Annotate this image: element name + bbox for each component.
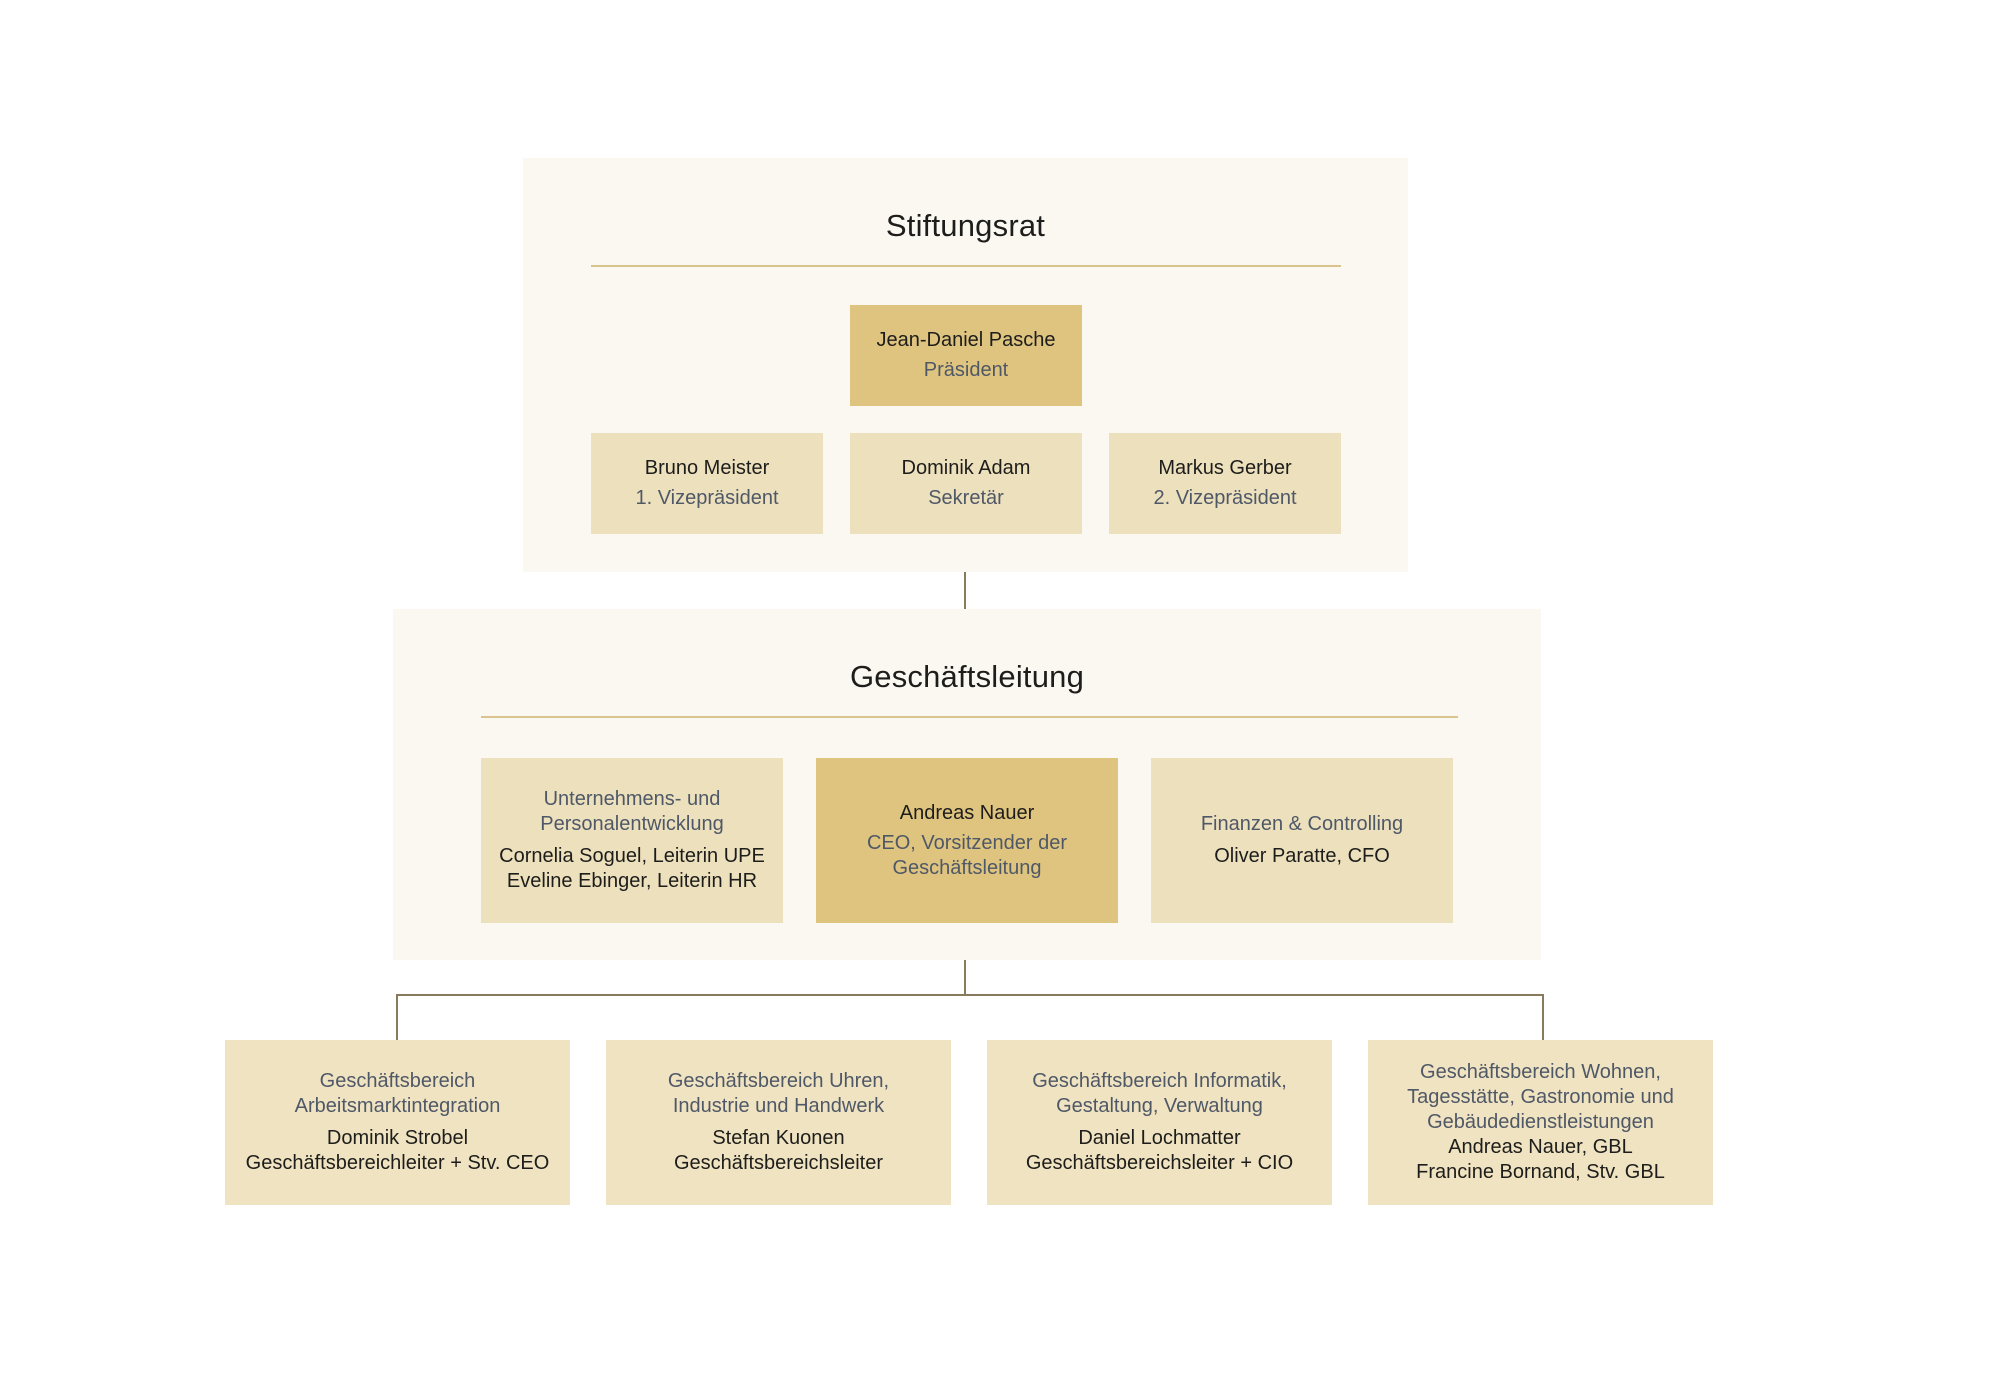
management-development-name: Eveline Ebinger, Leiterin HR	[506, 870, 758, 892]
division-name: Andreas Nauer, GBL	[1448, 1136, 1633, 1158]
connector-divisions-bar	[396, 994, 1544, 996]
management-box-ceo: Andreas Nauer CEO, Vorsitzender der Gesc…	[816, 758, 1118, 923]
division-role: Geschäftsbereich Informatik,	[1032, 1070, 1287, 1092]
division-role: Gebäudedienstleistungen	[1427, 1111, 1654, 1133]
management-ceo-role: Geschäftsleitung	[892, 856, 1042, 879]
board-member-box: Markus Gerber 2. Vizepräsident	[1109, 433, 1341, 534]
management-title-rule	[481, 716, 1458, 718]
management-development-name: Cornelia Soguel, Leiterin UPE	[499, 845, 765, 867]
board-president-name: Jean-Daniel Pasche	[876, 329, 1056, 351]
board-title-rule	[591, 265, 1341, 267]
board-member-box: Bruno Meister 1. Vizepräsident	[591, 433, 823, 534]
division-box: Geschäftsbereich Arbeitsmarktintegration…	[225, 1040, 570, 1205]
management-development-role: Unternehmens- und	[543, 788, 721, 810]
management-ceo-role: CEO, Vorsitzender der	[866, 831, 1068, 854]
division-name: Geschäftsbereichsleiter + CIO	[1025, 1152, 1294, 1174]
division-name: Geschäftsbereichleiter + Stv. CEO	[245, 1152, 550, 1174]
management-box-development: Unternehmens- und Personalentwicklung Co…	[481, 758, 783, 923]
board-member-name: Bruno Meister	[644, 457, 770, 479]
board-member-name: Dominik Adam	[901, 457, 1031, 479]
board-member-role: 2. Vizepräsident	[1153, 487, 1297, 509]
division-box: Geschäftsbereich Uhren, Industrie und Ha…	[606, 1040, 951, 1205]
division-name: Stefan Kuonen	[712, 1127, 845, 1149]
board-member-role: 1. Vizepräsident	[635, 487, 779, 509]
board-panel: Stiftungsrat Jean-Daniel Pasche Präsiden…	[523, 158, 1408, 572]
division-role: Geschäftsbereich Uhren,	[667, 1070, 890, 1092]
management-finance-name: Oliver Paratte, CFO	[1214, 845, 1390, 867]
division-box: Geschäftsbereich Informatik, Gestaltung,…	[987, 1040, 1332, 1205]
division-role: Tagesstätte, Gastronomie und	[1407, 1086, 1674, 1108]
board-title: Stiftungsrat	[885, 208, 1046, 243]
division-name: Francine Bornand, Stv. GBL	[1416, 1161, 1665, 1183]
connector-division-drop	[1542, 994, 1544, 1040]
board-member-box: Dominik Adam Sekretär	[850, 433, 1082, 534]
division-box: Geschäftsbereich Wohnen, Tagesstätte, Ga…	[1368, 1040, 1713, 1205]
board-member-name: Markus Gerber	[1158, 457, 1292, 479]
division-name: Geschäftsbereichsleiter	[674, 1152, 883, 1174]
management-box-finance: Finanzen & Controlling Oliver Paratte, C…	[1151, 758, 1453, 923]
division-role: Gestaltung, Verwaltung	[1056, 1095, 1263, 1117]
management-title: Geschäftsleitung	[849, 659, 1085, 694]
board-president-role: Präsident	[923, 359, 1009, 381]
connector-management-trunk	[964, 960, 966, 996]
management-panel: Geschäftsleitung Unternehmens- und Perso…	[393, 609, 1541, 960]
division-role: Geschäftsbereich	[319, 1070, 476, 1092]
connector-board-management	[964, 572, 966, 609]
connector-division-drop	[396, 994, 398, 1040]
division-role: Geschäftsbereich Wohnen,	[1420, 1061, 1661, 1083]
management-development-role: Personalentwicklung	[540, 813, 724, 835]
division-name: Daniel Lochmatter	[1078, 1127, 1241, 1149]
board-member-role: Sekretär	[928, 487, 1004, 509]
division-role: Industrie und Handwerk	[672, 1095, 885, 1117]
management-ceo-name: Andreas Nauer	[899, 801, 1035, 824]
division-role: Arbeitsmarktintegration	[294, 1095, 501, 1117]
board-president-box: Jean-Daniel Pasche Präsident	[850, 305, 1082, 406]
management-finance-role: Finanzen & Controlling	[1200, 813, 1404, 835]
division-name: Dominik Strobel	[326, 1127, 469, 1149]
